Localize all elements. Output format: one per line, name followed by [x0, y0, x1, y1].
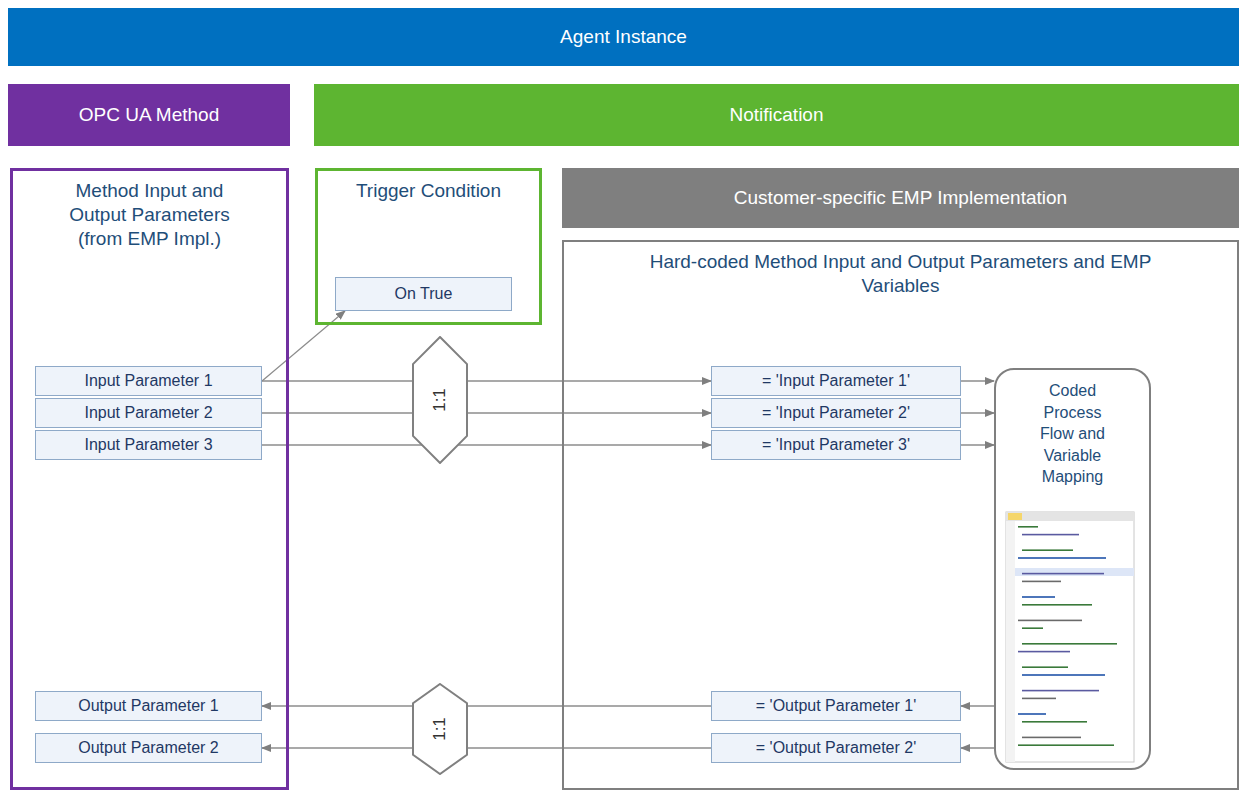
condition-box: On True: [335, 277, 512, 311]
trigger-panel: Trigger Condition On True: [315, 168, 542, 325]
node-label: Input Parameter 1: [84, 372, 212, 390]
parameter-box: Input Parameter 1: [35, 366, 262, 396]
mapping-hexagon: 1:1: [412, 683, 468, 775]
variable-box: = 'Input Parameter 1': [711, 366, 961, 396]
node-label: OPC UA Method: [79, 104, 219, 126]
parameter-box: Output Parameter 1: [35, 691, 262, 721]
connector-arrow: [961, 444, 994, 446]
node-label: Agent Instance: [560, 26, 687, 48]
node-label: Output Parameter 2: [78, 739, 219, 757]
node-label: = 'Input Parameter 3': [762, 436, 910, 454]
node-label: Notification: [730, 104, 824, 126]
node-label: Customer-specific EMP Implementation: [734, 187, 1067, 209]
node-label: = 'Input Parameter 1': [762, 372, 910, 390]
connector-arrow: [262, 747, 711, 749]
connector-arrow: [262, 311, 345, 381]
connector-arrow: [961, 412, 994, 414]
section-band: Customer-specific EMP Implementation: [562, 168, 1239, 228]
variable-box: = 'Output Parameter 2': [711, 733, 961, 763]
variable-box: = 'Output Parameter 1': [711, 691, 961, 721]
node-label: Output Parameter 1: [78, 697, 219, 715]
node-label: = 'Input Parameter 2': [762, 404, 910, 422]
node-label: = 'Output Parameter 2': [756, 739, 916, 757]
panel-heading: Hard-coded Method Input and Output Param…: [621, 250, 1181, 298]
mapping-hexagon: 1:1: [412, 336, 468, 464]
node-label: 1:1: [430, 717, 450, 741]
node-label: Coded Process Flow and Variable Mapping: [1025, 380, 1121, 488]
node-label: 1:1: [430, 388, 450, 412]
section-band: Notification: [314, 84, 1239, 146]
panel-heading: Trigger Condition: [354, 179, 504, 203]
node-label: Input Parameter 2: [84, 404, 212, 422]
top-band: Agent Instance: [8, 8, 1239, 66]
connector-arrow: [961, 747, 994, 749]
method-panel: Method Input and Output Parameters (from…: [10, 168, 289, 790]
node-label: = 'Output Parameter 1': [756, 697, 916, 715]
implementation-panel: Hard-coded Method Input and Output Param…: [562, 240, 1239, 790]
connector-arrow: [961, 380, 994, 382]
connector-arrow: [262, 380, 711, 382]
panel-heading: Method Input and Output Parameters (from…: [55, 179, 245, 250]
variable-box: = 'Input Parameter 3': [711, 430, 961, 460]
parameter-box: Output Parameter 2: [35, 733, 262, 763]
connector-arrow: [262, 412, 711, 414]
parameter-box: Input Parameter 2: [35, 398, 262, 428]
parameter-box: Input Parameter 3: [35, 430, 262, 460]
connector-arrow: [262, 444, 711, 446]
connector-arrow: [961, 705, 994, 707]
variable-box: = 'Input Parameter 2': [711, 398, 961, 428]
process-box: Coded Process Flow and Variable Mapping: [994, 368, 1151, 770]
section-band: OPC UA Method: [8, 84, 290, 146]
connector-arrow: [262, 705, 711, 707]
node-label: Input Parameter 3: [84, 436, 212, 454]
node-label: On True: [395, 285, 453, 303]
